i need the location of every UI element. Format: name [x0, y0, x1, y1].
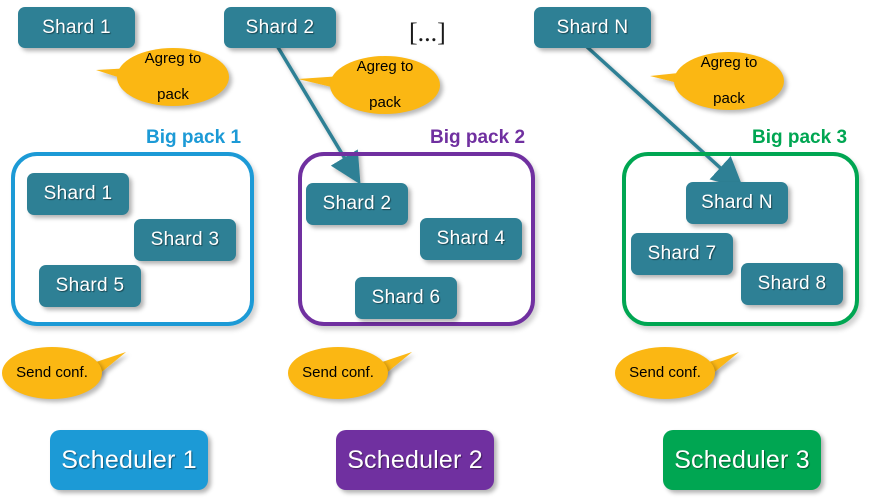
callout-agreg-2-line2: pack	[369, 94, 401, 111]
scheduler-1[interactable]: Scheduler 1	[50, 430, 208, 490]
pack-1-shard-1-label: Shard 1	[43, 183, 113, 204]
top-shard-n[interactable]: Shard N	[534, 7, 651, 48]
pack-2-shard-2-label: Shard 2	[322, 193, 392, 214]
callout-send-conf-3: Send conf.	[615, 347, 715, 399]
pack-1-shard-5[interactable]: Shard 5	[39, 265, 141, 307]
pack-3-shard-n[interactable]: Shard N	[686, 182, 788, 224]
pack-2-shard-2[interactable]: Shard 2	[306, 183, 408, 225]
pack-2-shard-6[interactable]: Shard 6	[355, 277, 457, 319]
callout-send-conf-1-label: Send conf.	[16, 364, 88, 381]
pack-3-shard-8[interactable]: Shard 8	[741, 263, 843, 305]
pack-1-shard-3[interactable]: Shard 3	[134, 219, 236, 261]
callout-send-conf-2: Send conf.	[288, 347, 388, 399]
callout-agreg-3-line2: pack	[713, 90, 745, 107]
pack-1-shard-5-label: Shard 5	[55, 275, 125, 296]
pack-2-shard-4[interactable]: Shard 4	[420, 218, 522, 260]
pack-1-label: Big pack 1	[146, 127, 242, 148]
top-shard-1[interactable]: Shard 1	[18, 7, 135, 48]
callout-agreg-1-line2: pack	[157, 86, 189, 103]
callout-agreg-to-pack-2: Agreg to pack	[330, 56, 440, 114]
top-shard-2[interactable]: Shard 2	[224, 7, 336, 48]
pack-3-label: Big pack 3	[752, 127, 848, 148]
top-shard-1-label: Shard 1	[42, 16, 111, 38]
pack-3-shard-8-label: Shard 8	[757, 273, 827, 294]
scheduler-2-label: Scheduler 2	[347, 445, 483, 474]
top-shard-n-label: Shard N	[556, 16, 629, 38]
pack-2-shard-6-label: Shard 6	[371, 287, 441, 308]
callout-send-conf-3-label: Send conf.	[629, 364, 701, 381]
pack-1-shard-1[interactable]: Shard 1	[27, 173, 129, 215]
callout-agreg-1-line1: Agreg to	[144, 50, 202, 67]
scheduler-3[interactable]: Scheduler 3	[663, 430, 821, 490]
pack-2-label: Big pack 2	[430, 127, 526, 148]
callout-agreg-to-pack-3: Agreg to pack	[674, 52, 784, 110]
callout-agreg-2-line1: Agreg to	[356, 58, 414, 75]
ellipsis-text: [...]	[409, 18, 446, 47]
top-shard-2-label: Shard 2	[245, 16, 315, 38]
scheduler-1-label: Scheduler 1	[61, 445, 197, 474]
callout-agreg-3-line1: Agreg to	[700, 54, 758, 71]
pack-3-shard-n-label: Shard N	[701, 192, 773, 213]
scheduler-2[interactable]: Scheduler 2	[336, 430, 494, 490]
pack-3-shard-7-label: Shard 7	[647, 243, 717, 264]
scheduler-3-label: Scheduler 3	[674, 445, 810, 474]
pack-2-shard-4-label: Shard 4	[436, 228, 506, 249]
pack-3-shard-7[interactable]: Shard 7	[631, 233, 733, 275]
pack-1-frame	[11, 152, 254, 326]
pack-1-shard-3-label: Shard 3	[150, 229, 220, 250]
callout-send-conf-2-label: Send conf.	[302, 364, 374, 381]
callout-agreg-to-pack-1: Agreg to pack	[117, 48, 229, 106]
pack-2-frame	[298, 152, 535, 326]
callout-send-conf-1: Send conf.	[2, 347, 102, 399]
pack-3-frame	[622, 152, 859, 326]
